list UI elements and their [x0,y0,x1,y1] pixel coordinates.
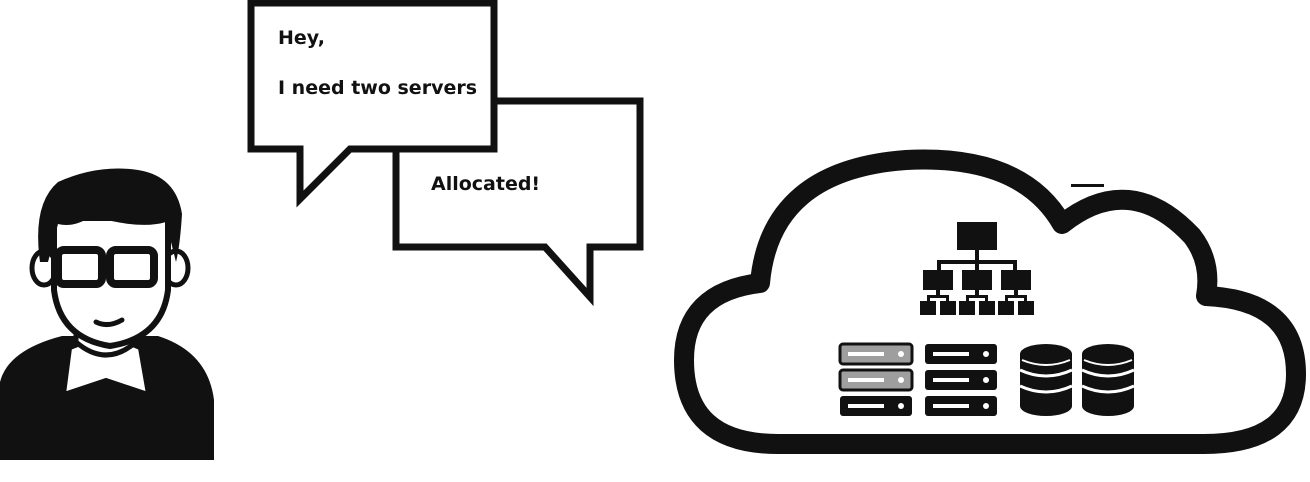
user-icon [0,168,214,460]
network-leaf-node [1018,301,1034,315]
network-child-node [923,270,953,290]
server-unit [925,396,997,416]
server-unit-allocated [838,368,914,392]
network-child-node [1001,270,1031,290]
network-leaf-node [959,301,975,315]
response-bubble-text: Allocated! [431,173,540,195]
network-leaf-node [920,301,936,315]
glasses-lens-right [106,246,158,288]
request-bubble-line2: I need two servers [278,77,477,99]
network-leaf-node [940,301,956,315]
network-leaf-node [979,301,995,315]
server-unit [925,344,997,364]
database-icon [1081,344,1135,416]
server-rack-icon [838,342,914,416]
user-mouth [93,317,125,328]
user-torso [0,336,214,460]
request-bubble-line1: Hey, [278,27,325,49]
glasses-lens-left [54,246,106,288]
network-root-node [957,222,997,250]
cloud-mark [1071,184,1104,187]
user-hair [38,168,182,262]
request-bubble: Hey, I need two servers [247,0,498,208]
server-unit [840,396,912,416]
network-child-node [962,270,992,290]
network-hierarchy-icon [920,222,1034,315]
server-rack-icon [925,344,997,416]
request-bubble-outline [247,0,498,208]
glasses-bridge [100,260,112,266]
server-unit-allocated [838,342,914,366]
network-leaf-node [998,301,1014,315]
database-icon [1019,344,1073,416]
server-unit [925,370,997,390]
